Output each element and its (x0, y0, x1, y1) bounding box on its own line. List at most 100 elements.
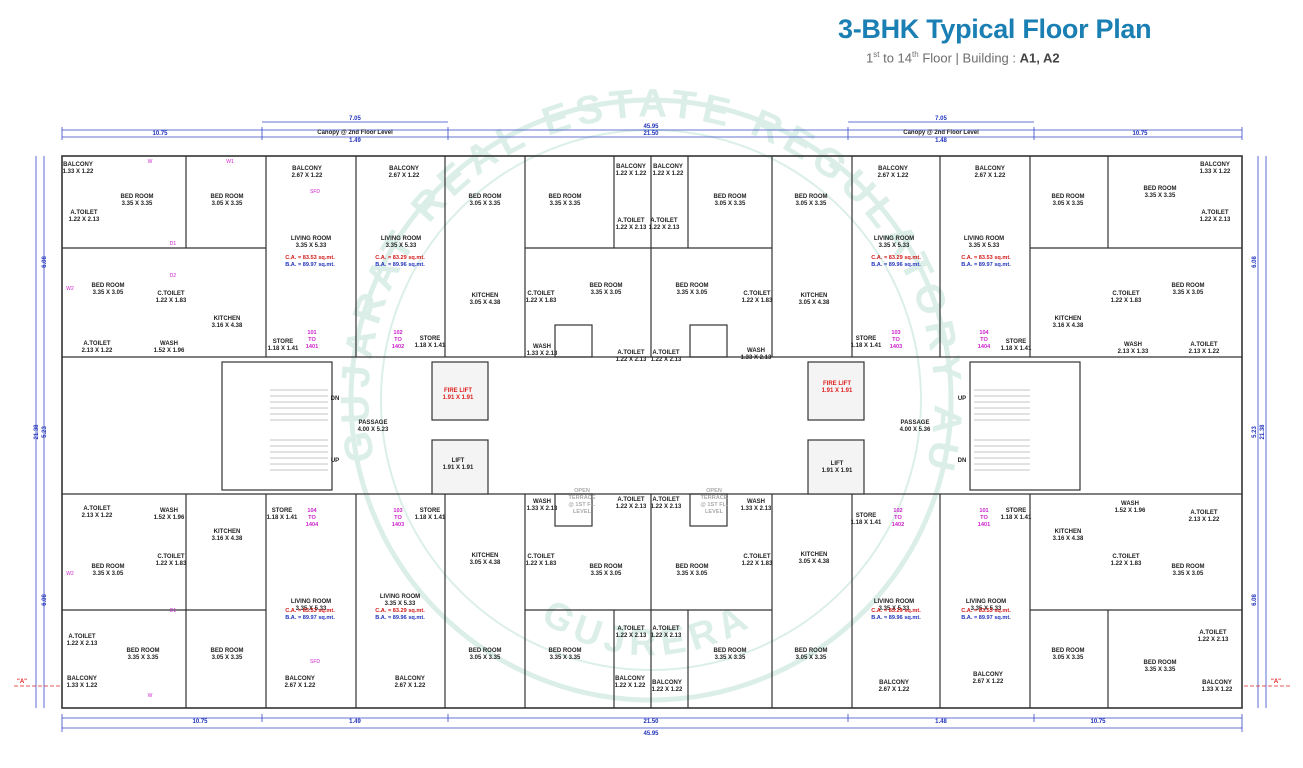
room-name-bed-tl4: BED ROOM (549, 194, 582, 200)
door-label-sfd-b: SFD (310, 659, 320, 665)
room-size-bed-tr1: 3.05 X 3.35 (796, 201, 827, 207)
room-size-wash-l1: 1.52 X 1.96 (154, 348, 185, 354)
room-size-kitchen-bc1: 3.05 X 4.38 (470, 560, 501, 566)
room-size-bed-bl3: 3.05 X 3.35 (212, 655, 243, 661)
flat-102-bot: 102 (893, 508, 902, 514)
room-name-atoilet-bl2: A.TOILET (68, 634, 96, 640)
flat-101-bot: 101 (979, 508, 988, 514)
room-name-bed-bc6: BED ROOM (795, 648, 828, 654)
room-size-living-br1: 3.35 X 5.33 (879, 606, 910, 612)
room-size-bed-br3: 3.35 X 3.35 (1145, 667, 1176, 673)
room-size-balc-br2: 2.67 X 1.22 (973, 679, 1004, 685)
room-name-living-tl2: LIVING ROOM (381, 236, 421, 242)
room-size-ctoilet-br: 1.22 X 1.83 (1111, 561, 1142, 567)
open-terrace-labels: OPEN TERRACE @ 1ST FL. LEVEL OPEN TERRAC… (568, 488, 728, 515)
area-ba-tl: B.A. = 89.97 sq.mt. (285, 262, 335, 268)
room-size-atoilet-tc1: 1.22 X 2.13 (616, 225, 647, 231)
room-size-balc-tl3: 2.67 X 1.22 (389, 173, 420, 179)
building-walls (61, 155, 1243, 709)
room-size-store-c1: 1.18 X 1.41 (415, 343, 446, 349)
flat-104-top-end: 1404 (978, 344, 991, 350)
room-name-store-c1: STORE (420, 336, 441, 342)
flat-101-bot-to: TO (980, 515, 988, 521)
side-marker-right: "A" (1271, 679, 1281, 685)
room-size-living-tl2: 3.35 X 5.33 (386, 243, 417, 249)
area-ca-br2: C.A. = 83.53 sq.mt. (961, 608, 1011, 614)
area-ca-tc: C.A. = 83.29 sq.mt. (375, 255, 425, 261)
room-size-bed-bl1: 3.35 X 3.05 (93, 571, 124, 577)
open-terrace-right-4: LEVEL (705, 509, 724, 515)
flat-103-top-to: TO (892, 337, 900, 343)
dim-right-wing-bottom: 10.75 (1090, 719, 1106, 725)
room-size-atoilet-bc2: 1.22 X 2.13 (651, 504, 682, 510)
room-size-wash-c1: 1.33 X 2.13 (527, 351, 558, 357)
room-name-bed-bc3: BED ROOM (469, 648, 502, 654)
room-size-lift-l: 1.91 X 1.91 (443, 465, 474, 471)
room-name-living-tr1: LIVING ROOM (874, 236, 914, 242)
room-name-wash-l1: WASH (160, 341, 178, 347)
room-size-balc-bl2: 2.67 X 1.22 (285, 683, 316, 689)
room-size-living-bl2: 3.35 X 5.33 (385, 601, 416, 607)
room-size-atoilet-c4: 1.22 X 2.13 (651, 357, 682, 363)
window-label-w-b: W (148, 693, 153, 699)
room-size-kitchen-br: 3.16 X 4.38 (1053, 536, 1084, 542)
room-name-bed-br3: BED ROOM (1144, 660, 1177, 666)
room-name-balc-tr3: BALCONY (1200, 162, 1230, 168)
room-size-store-l1: 1.18 X 1.41 (268, 346, 299, 352)
room-name-balc-tr1: BALCONY (878, 166, 908, 172)
room-name-bed-c1: BED ROOM (590, 283, 623, 289)
flat-101-top-to: TO (308, 337, 316, 343)
room-name-living-tl: LIVING ROOM (291, 236, 331, 242)
room-size-bed-tl1: 3.35 X 3.35 (122, 201, 153, 207)
flat-numbers: 101 TO 1401 102 TO 1402 103 TO 1403 104 … (306, 330, 991, 528)
room-size-bed-bl2: 3.35 X 3.35 (128, 655, 159, 661)
room-name-store-bl: STORE (272, 508, 293, 514)
room-name-store-br1: STORE (856, 513, 877, 519)
room-size-ctoilet-l1: 1.22 X 1.83 (156, 298, 187, 304)
room-name-living-bl1: LIVING ROOM (291, 599, 331, 605)
room-name-atoilet-r2: A.TOILET (1190, 342, 1218, 348)
room-name-store-bc1: STORE (420, 508, 441, 514)
room-size-ctoilet-c2: 1.22 X 1.83 (742, 298, 773, 304)
room-name-atoilet-l2: A.TOILET (83, 341, 111, 347)
room-name-bed-bc4: BED ROOM (549, 648, 582, 654)
dim-left-wing-bottom: 10.75 (192, 719, 208, 725)
dim-gap-right-top: 1.48 (935, 138, 947, 144)
dim-center-bottom: 21.50 (643, 719, 659, 725)
door-label-d1-b: D1 (170, 608, 177, 614)
room-name-kitchen-l1: KITCHEN (214, 316, 241, 322)
room-name-kitchen-br: KITCHEN (1055, 529, 1082, 535)
watermark: GUJARAT REAL ESTATE REGULATORY AUTHORITY… (0, 0, 964, 703)
flat-101-bot-end: 1401 (978, 522, 990, 528)
room-size-wash-br: 1.52 X 1.96 (1115, 508, 1146, 514)
room-size-living-br2: 3.35 X 5.33 (971, 606, 1002, 612)
flat-103-bot-end: 1403 (392, 522, 404, 528)
canopy-label-left: Canopy @ 2nd Floor Level (317, 130, 393, 136)
area-ba-bl1: B.A. = 89.97 sq.mt. (285, 615, 335, 621)
window-label-w1: W1 (226, 159, 234, 165)
dim-canopy-left: 7.05 (349, 116, 361, 122)
room-name-balc-tc1: BALCONY (616, 164, 646, 170)
room-size-living-tr2: 3.35 X 5.33 (969, 243, 1000, 249)
dim-wing-left-bot: 6.08 (42, 594, 48, 606)
room-name-bed-bc2: BED ROOM (676, 564, 709, 570)
room-name-bed-tr3: BED ROOM (1144, 186, 1177, 192)
page-title: 3-BHK Typical Floor Plan (838, 14, 1152, 44)
room-size-balc-tl2: 2.67 X 1.22 (292, 173, 323, 179)
dim-right-wing-top: 10.75 (1132, 131, 1148, 137)
stair-dn-left: DN (331, 396, 340, 402)
room-name-bed-tl1: BED ROOM (121, 194, 154, 200)
flat-101-top-end: 1401 (306, 344, 318, 350)
room-name-balc-bl3: BALCONY (395, 676, 425, 682)
room-size-bed-bc2: 3.35 X 3.05 (677, 571, 708, 577)
open-terrace-left: OPEN (574, 488, 590, 494)
room-name-atoilet-bc3: A.TOILET (617, 626, 645, 632)
room-size-balc-bc1: 1.22 X 1.22 (615, 683, 646, 689)
dim-left-wing-top: 10.75 (152, 131, 168, 137)
room-name-balc-tl2: BALCONY (292, 166, 322, 172)
flat-104-bot-end: 1404 (306, 522, 319, 528)
room-size-balc-br3: 1.33 X 1.22 (1202, 687, 1233, 693)
room-size-bed-l1: 3.35 X 3.05 (93, 290, 124, 296)
room-name-atoilet-br2: A.TOILET (1199, 630, 1227, 636)
